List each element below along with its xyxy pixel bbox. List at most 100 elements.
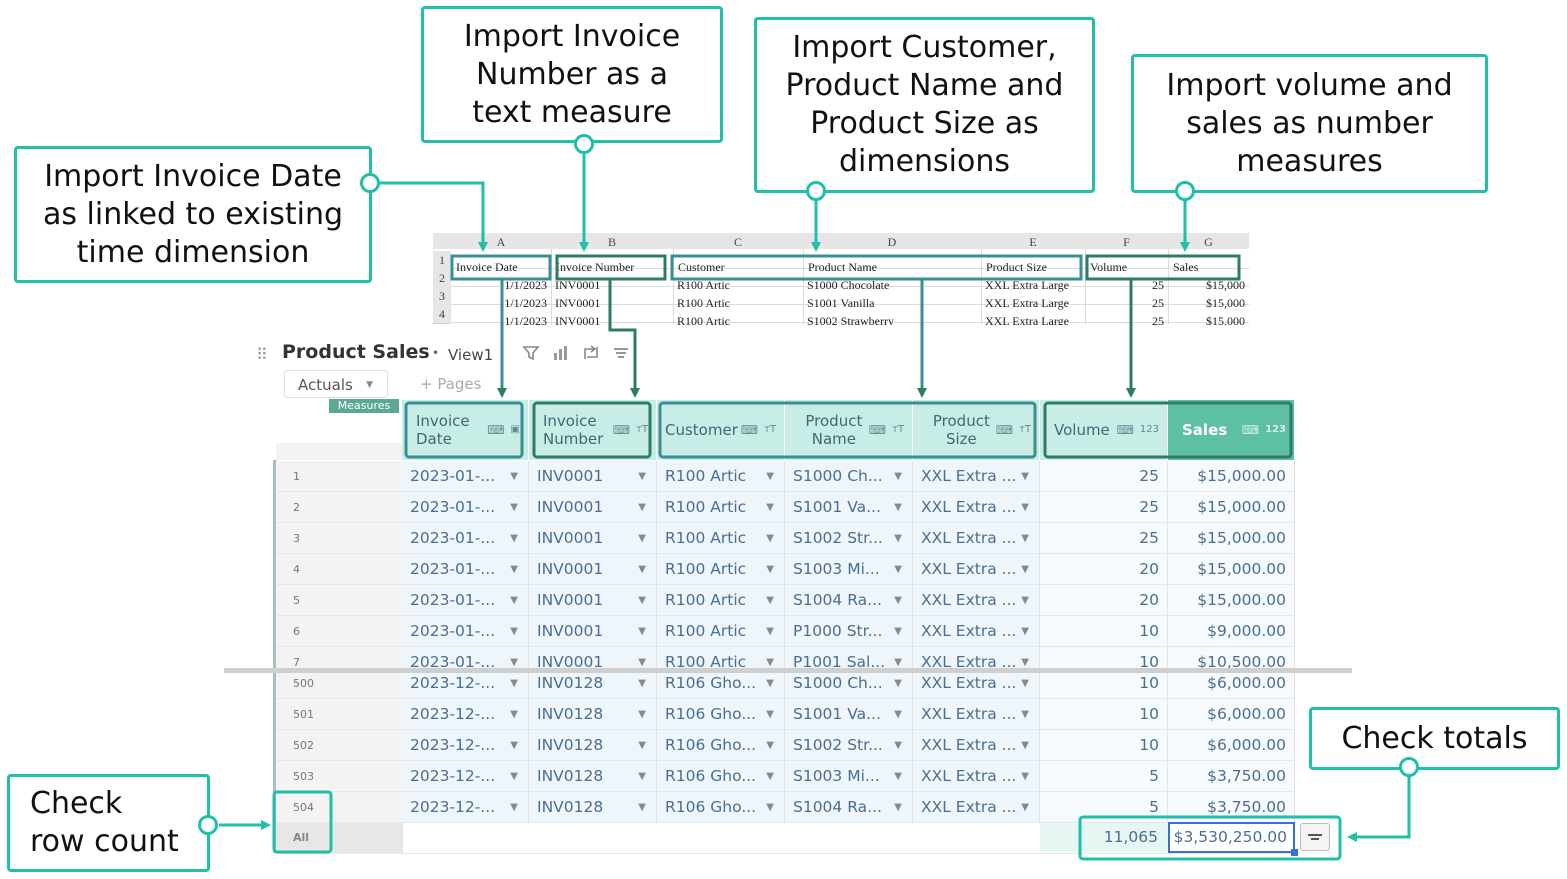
chevron-down-icon[interactable]: ▼ [638,626,646,637]
number-cell[interactable]: $15,000.00 [1168,554,1295,584]
chevron-down-icon[interactable]: ▼ [1021,709,1029,720]
dropdown-cell[interactable]: S1002 Str...▼ [785,730,913,760]
dropdown-cell[interactable]: 2023-12-...▼ [402,668,529,698]
add-pages-button[interactable]: + Pages [420,375,482,393]
chevron-down-icon[interactable]: ▼ [638,502,646,513]
column-header-invoice-number[interactable]: Invoice Number⌨ᴛT [529,400,657,460]
column-header-customer[interactable]: Customer⌨ᴛT [657,400,785,460]
dropdown-cell[interactable]: R100 Artic▼ [657,585,785,615]
dropdown-cell[interactable]: INV0128▼ [529,730,657,760]
dropdown-cell[interactable]: INV0001▼ [529,647,657,668]
dropdown-cell[interactable]: R100 Artic▼ [657,523,785,553]
chevron-down-icon[interactable]: ▼ [510,471,518,482]
number-cell[interactable]: 10 [1040,616,1168,646]
dropdown-cell[interactable]: R100 Artic▼ [657,554,785,584]
chevron-down-icon[interactable]: ▼ [894,709,902,720]
chevron-down-icon[interactable]: ▼ [510,678,518,689]
chevron-down-icon[interactable]: ▼ [638,802,646,813]
dropdown-cell[interactable]: 2023-12-...▼ [402,699,529,729]
dropdown-cell[interactable]: INV0001▼ [529,492,657,522]
chevron-down-icon[interactable]: ▼ [1021,657,1029,668]
chevron-down-icon[interactable]: ▼ [766,533,774,544]
number-cell[interactable]: $6,000.00 [1168,668,1295,698]
chevron-down-icon[interactable]: ▼ [510,564,518,575]
number-cell[interactable]: 25 [1040,492,1168,522]
number-cell[interactable]: 10 [1040,730,1168,760]
dropdown-cell[interactable]: S1003 Mi...▼ [785,761,913,791]
chevron-down-icon[interactable]: ▼ [766,709,774,720]
chevron-down-icon[interactable]: ▼ [766,678,774,689]
dropdown-cell[interactable]: INV0001▼ [529,585,657,615]
chevron-down-icon[interactable]: ▼ [510,502,518,513]
number-cell[interactable]: 20 [1040,554,1168,584]
chevron-down-icon[interactable]: ▼ [510,709,518,720]
dropdown-cell[interactable]: INV0001▼ [529,554,657,584]
number-cell[interactable]: 10 [1040,668,1168,698]
dropdown-cell[interactable]: S1002 Str...▼ [785,523,913,553]
chevron-down-icon[interactable]: ▼ [894,626,902,637]
chevron-down-icon[interactable]: ▼ [510,626,518,637]
number-cell[interactable]: $15,000.00 [1168,492,1295,522]
total-sales[interactable]: $3,530,250.00 [1168,822,1295,853]
dropdown-cell[interactable]: S1001 Va...▼ [785,699,913,729]
chevron-down-icon[interactable]: ▼ [766,471,774,482]
dropdown-cell[interactable]: R106 Gho...▼ [657,668,785,698]
dropdown-cell[interactable]: R100 Artic▼ [657,461,785,491]
dropdown-cell[interactable]: XXL Extra ...▼ [913,730,1040,760]
number-cell[interactable]: 20 [1040,585,1168,615]
chevron-down-icon[interactable]: ▼ [638,595,646,606]
dropdown-cell[interactable]: 2023-12-...▼ [402,792,529,822]
dropdown-cell[interactable]: INV0128▼ [529,699,657,729]
dropdown-cell[interactable]: XXL Extra ...▼ [913,668,1040,698]
chevron-down-icon[interactable]: ▼ [766,626,774,637]
dropdown-cell[interactable]: R106 Gho...▼ [657,761,785,791]
number-cell[interactable]: 25 [1040,461,1168,491]
chevron-down-icon[interactable]: ▼ [894,802,902,813]
chevron-down-icon[interactable]: ▼ [766,595,774,606]
dropdown-cell[interactable]: INV0128▼ [529,792,657,822]
chevron-down-icon[interactable]: ▼ [510,595,518,606]
chevron-down-icon[interactable]: ▼ [638,678,646,689]
dropdown-cell[interactable]: INV0001▼ [529,523,657,553]
number-cell[interactable]: 5 [1040,792,1168,822]
number-cell[interactable]: 10 [1040,699,1168,729]
chart-icon[interactable] [552,344,570,362]
dropdown-cell[interactable]: P1001 Sal...▼ [785,647,913,668]
dropdown-cell[interactable]: R106 Gho...▼ [657,792,785,822]
dropdown-cell[interactable]: XXL Extra ...▼ [913,647,1040,668]
resize-handle[interactable] [1291,849,1298,856]
dropdown-cell[interactable]: XXL Extra ...▼ [913,761,1040,791]
chevron-down-icon[interactable]: ▼ [638,709,646,720]
dropdown-cell[interactable]: INV0128▼ [529,761,657,791]
chevron-down-icon[interactable]: ▼ [894,502,902,513]
chevron-down-icon[interactable]: ▼ [766,502,774,513]
column-header-product-size[interactable]: Product Size⌨ᴛT [913,400,1040,460]
dropdown-cell[interactable]: R106 Gho...▼ [657,699,785,729]
dropdown-cell[interactable]: 2023-01-...▼ [402,461,529,491]
chevron-down-icon[interactable]: ▼ [638,564,646,575]
chevron-down-icon[interactable]: ▼ [510,771,518,782]
chevron-down-icon[interactable]: ▼ [1021,771,1029,782]
dropdown-cell[interactable]: 2023-01-...▼ [402,585,529,615]
chevron-down-icon[interactable]: ▼ [894,740,902,751]
number-cell[interactable]: $15,000.00 [1168,523,1295,553]
dropdown-cell[interactable]: XXL Extra ...▼ [913,792,1040,822]
chevron-down-icon[interactable]: ▼ [1021,564,1029,575]
dropdown-cell[interactable]: 2023-01-...▼ [402,647,529,668]
chevron-down-icon[interactable]: ▼ [638,533,646,544]
chevron-down-icon[interactable]: ▼ [894,471,902,482]
column-header-product-name[interactable]: Product Name⌨ᴛT [785,400,913,460]
drag-handle-icon[interactable]: ⠿ [256,345,268,364]
number-cell[interactable]: $10,500.00 [1168,647,1295,668]
dropdown-cell[interactable]: XXL Extra ...▼ [913,523,1040,553]
dropdown-cell[interactable]: 2023-12-...▼ [402,761,529,791]
number-cell[interactable]: 25 [1040,523,1168,553]
